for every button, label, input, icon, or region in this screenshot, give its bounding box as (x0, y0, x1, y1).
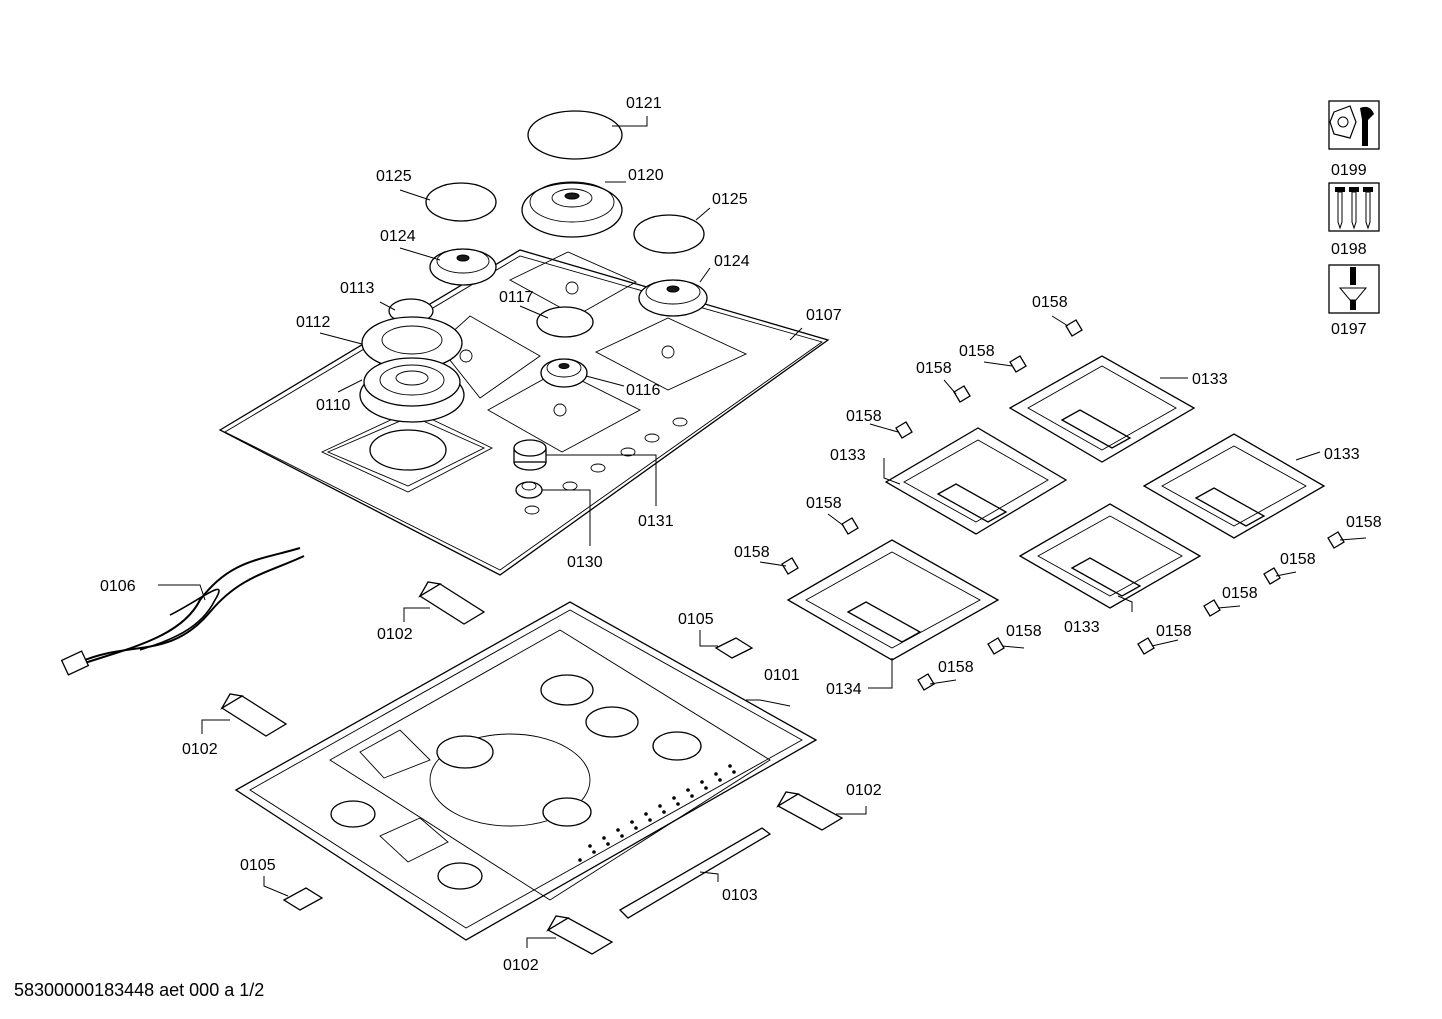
rubber-foot (953, 385, 971, 403)
burner-cap-right (633, 214, 705, 254)
label-0116: 0116 (626, 382, 661, 399)
label-0133: 0133 (1324, 446, 1360, 463)
nut-wrench-icon (1328, 100, 1380, 150)
rubber-foot (1137, 637, 1155, 655)
label-0102: 0102 (503, 957, 539, 974)
label-0102: 0102 (846, 782, 882, 799)
screws-icon (1328, 182, 1380, 232)
label-0133: 0133 (1064, 619, 1100, 636)
rubber-foot (1203, 599, 1221, 617)
burner-ring (361, 316, 463, 370)
mounting-clamp (546, 915, 614, 955)
document-footer: 58300000183448 aet 000 a 1/2 (14, 980, 265, 1000)
part-labels: 0121 0120 0125 0125 0124 0124 0113 0112 … (100, 95, 1382, 974)
label-0158: 0158 (1222, 585, 1258, 602)
clip (714, 637, 754, 659)
label-0133: 0133 (1192, 371, 1228, 388)
pan-support-wok (786, 539, 1000, 661)
label-0130: 0130 (567, 554, 603, 571)
clip (282, 887, 324, 911)
label-0106: 0106 (100, 578, 136, 595)
rubber-foot (1327, 531, 1345, 549)
label-0158: 0158 (1346, 514, 1382, 531)
label-0158: 0158 (1032, 294, 1068, 311)
label-0121: 0121 (626, 95, 662, 112)
burner-right (638, 279, 708, 317)
pan-support (1018, 503, 1202, 609)
label-0101: 0101 (764, 667, 800, 684)
label-0133: 0133 (830, 447, 866, 464)
rubber-foot (895, 421, 913, 439)
label-0158: 0158 (806, 495, 842, 512)
label-0102: 0102 (182, 741, 218, 758)
label-0134: 0134 (826, 681, 862, 698)
label-0107: 0107 (806, 307, 842, 324)
label-0197: 0197 (1331, 321, 1367, 338)
label-0103: 0103 (722, 887, 758, 904)
label-0110: 0110 (316, 397, 351, 414)
label-0124: 0124 (714, 253, 750, 270)
label-0105: 0105 (678, 611, 714, 628)
label-0158: 0158 (1156, 623, 1192, 640)
label-0199: 0199 (1331, 162, 1367, 179)
label-0158: 0158 (916, 360, 952, 377)
control-knob (513, 439, 547, 471)
label-0102: 0102 (377, 626, 413, 643)
label-0125: 0125 (376, 168, 412, 185)
rubber-foot (1263, 567, 1281, 585)
seal-strip (618, 827, 772, 919)
label-0105: 0105 (240, 857, 276, 874)
label-0158: 0158 (1006, 623, 1042, 640)
burner-large (521, 181, 623, 238)
label-0158: 0158 (1280, 551, 1316, 568)
burner-left (429, 248, 497, 286)
burner-cap-left (425, 182, 497, 222)
rubber-foot (841, 517, 859, 535)
label-0117: 0117 (499, 289, 534, 306)
rubber-foot (1009, 355, 1027, 373)
label-0158: 0158 (846, 408, 882, 425)
label-0131: 0131 (638, 513, 674, 530)
label-0120: 0120 (628, 167, 664, 184)
screwdriver-icon (1328, 264, 1380, 314)
burner-small (540, 358, 588, 388)
pan-support (884, 427, 1068, 535)
label-0124: 0124 (380, 228, 416, 245)
rubber-foot (781, 557, 799, 575)
rubber-foot (1065, 319, 1083, 337)
mounting-clamp (776, 791, 844, 831)
label-0125: 0125 (712, 191, 748, 208)
base-tray (234, 601, 818, 941)
label-0112: 0112 (296, 314, 331, 331)
label-0158: 0158 (734, 544, 770, 561)
burner-cap-large (527, 110, 623, 160)
rubber-foot (917, 673, 935, 691)
rubber-foot (987, 637, 1005, 655)
power-cable (60, 547, 305, 676)
burner-cap-medium (536, 306, 594, 338)
mounting-clamp (220, 693, 288, 737)
pan-support (1008, 355, 1196, 463)
mounting-clamp (418, 581, 486, 625)
label-0113: 0113 (340, 280, 375, 297)
label-0198: 0198 (1331, 241, 1367, 258)
knob-bezel (515, 481, 543, 499)
leader-lines (158, 116, 1367, 948)
label-0158: 0158 (959, 343, 995, 360)
wok-burner (359, 357, 465, 423)
pan-support (1142, 433, 1326, 539)
label-0158: 0158 (938, 659, 974, 676)
